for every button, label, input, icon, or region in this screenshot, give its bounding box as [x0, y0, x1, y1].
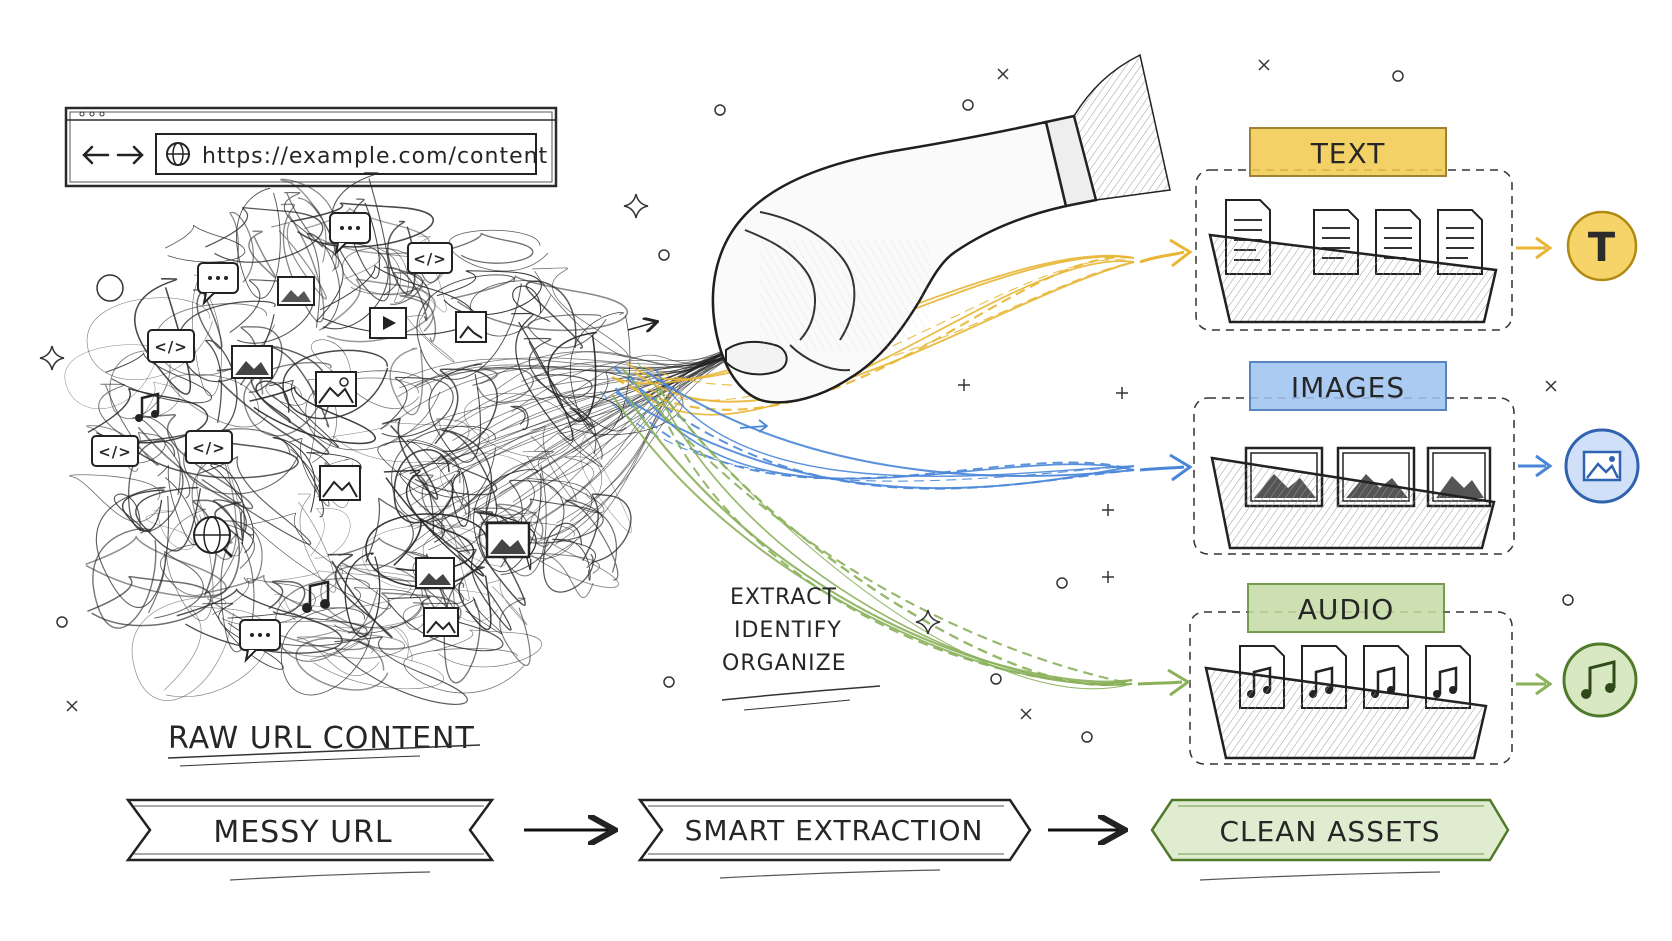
step-organize: ORGANIZE	[722, 651, 847, 676]
sparkle-mark	[1393, 71, 1403, 81]
image-icon	[487, 523, 529, 557]
image-icon	[456, 312, 486, 342]
flow-banner-messy: MESSY URL	[128, 800, 492, 860]
image-badge-icon	[1566, 430, 1638, 502]
category-images: IMAGES	[1140, 362, 1638, 554]
messy-content-tangle	[65, 173, 735, 705]
svg-text:</>: </>	[154, 338, 188, 356]
sparkle-mark	[963, 100, 973, 110]
sparkle-mark	[1259, 60, 1269, 70]
step-extract: EXTRACT	[730, 585, 837, 610]
chat-bubble-icon	[198, 263, 238, 303]
svg-text:</>: </>	[98, 443, 132, 461]
sparkle-mark	[998, 69, 1008, 79]
flow-step-3: CLEAN ASSETS	[1219, 815, 1440, 848]
image-icon	[232, 346, 272, 378]
sparkle-mark	[1102, 571, 1114, 583]
sparkle-mark	[1102, 504, 1114, 516]
music-badge-icon	[1564, 644, 1636, 716]
sparkle-mark	[1563, 595, 1573, 605]
music-note-icon	[135, 394, 159, 422]
category-images-label: IMAGES	[1291, 371, 1405, 404]
flow-banner-extraction: SMART EXTRACTION	[640, 800, 1030, 860]
sparkle-mark	[67, 701, 77, 711]
step-identify: IDENTIFY	[734, 618, 842, 643]
sparkle-mark	[57, 617, 67, 627]
image-icon	[416, 558, 454, 588]
svg-text:</>: </>	[192, 439, 226, 457]
sparkle-mark	[1057, 578, 1067, 588]
code-icon: </>	[148, 330, 194, 362]
sparkle-mark	[40, 346, 64, 370]
image-icon	[424, 608, 458, 636]
code-icon: </>	[186, 431, 232, 463]
sparkle-mark	[991, 674, 1001, 684]
sparkle-mark	[659, 250, 669, 260]
browser-window: https://example.com/content	[66, 108, 556, 186]
url-text: https://example.com/content	[202, 144, 548, 169]
image-icon	[320, 466, 360, 500]
raw-content-label: RAW URL CONTENT	[168, 721, 475, 756]
svg-text:</>: </>	[413, 250, 447, 268]
image-icon	[316, 372, 356, 406]
sparkle-mark	[1116, 387, 1128, 399]
globe-icon	[194, 517, 232, 557]
sparkle-mark	[1021, 709, 1031, 719]
text-badge-icon: T	[1568, 212, 1636, 280]
image-icon	[278, 277, 314, 305]
sparkle-mark	[664, 677, 674, 687]
sparkle-mark	[715, 105, 725, 115]
flow-step-1: MESSY URL	[213, 815, 392, 850]
category-text-label: TEXT	[1310, 137, 1386, 170]
sparkle-mark	[958, 379, 970, 391]
chat-bubble-icon	[240, 620, 280, 660]
flow-banner-clean: CLEAN ASSETS	[1152, 800, 1508, 860]
svg-text:T: T	[1588, 225, 1616, 271]
sparkle-mark	[1546, 381, 1556, 391]
sparkle-mark	[624, 194, 648, 218]
category-text: TEXT T	[1140, 128, 1636, 330]
category-audio: AUDIO	[1138, 584, 1636, 764]
category-audio-label: AUDIO	[1298, 593, 1395, 626]
hand-illustration	[713, 55, 1170, 402]
sparkle-mark	[1082, 732, 1092, 742]
flow-step-2: SMART EXTRACTION	[685, 814, 984, 847]
code-icon: </>	[92, 436, 138, 466]
play-icon	[370, 308, 406, 338]
code-icon: </>	[408, 243, 452, 273]
